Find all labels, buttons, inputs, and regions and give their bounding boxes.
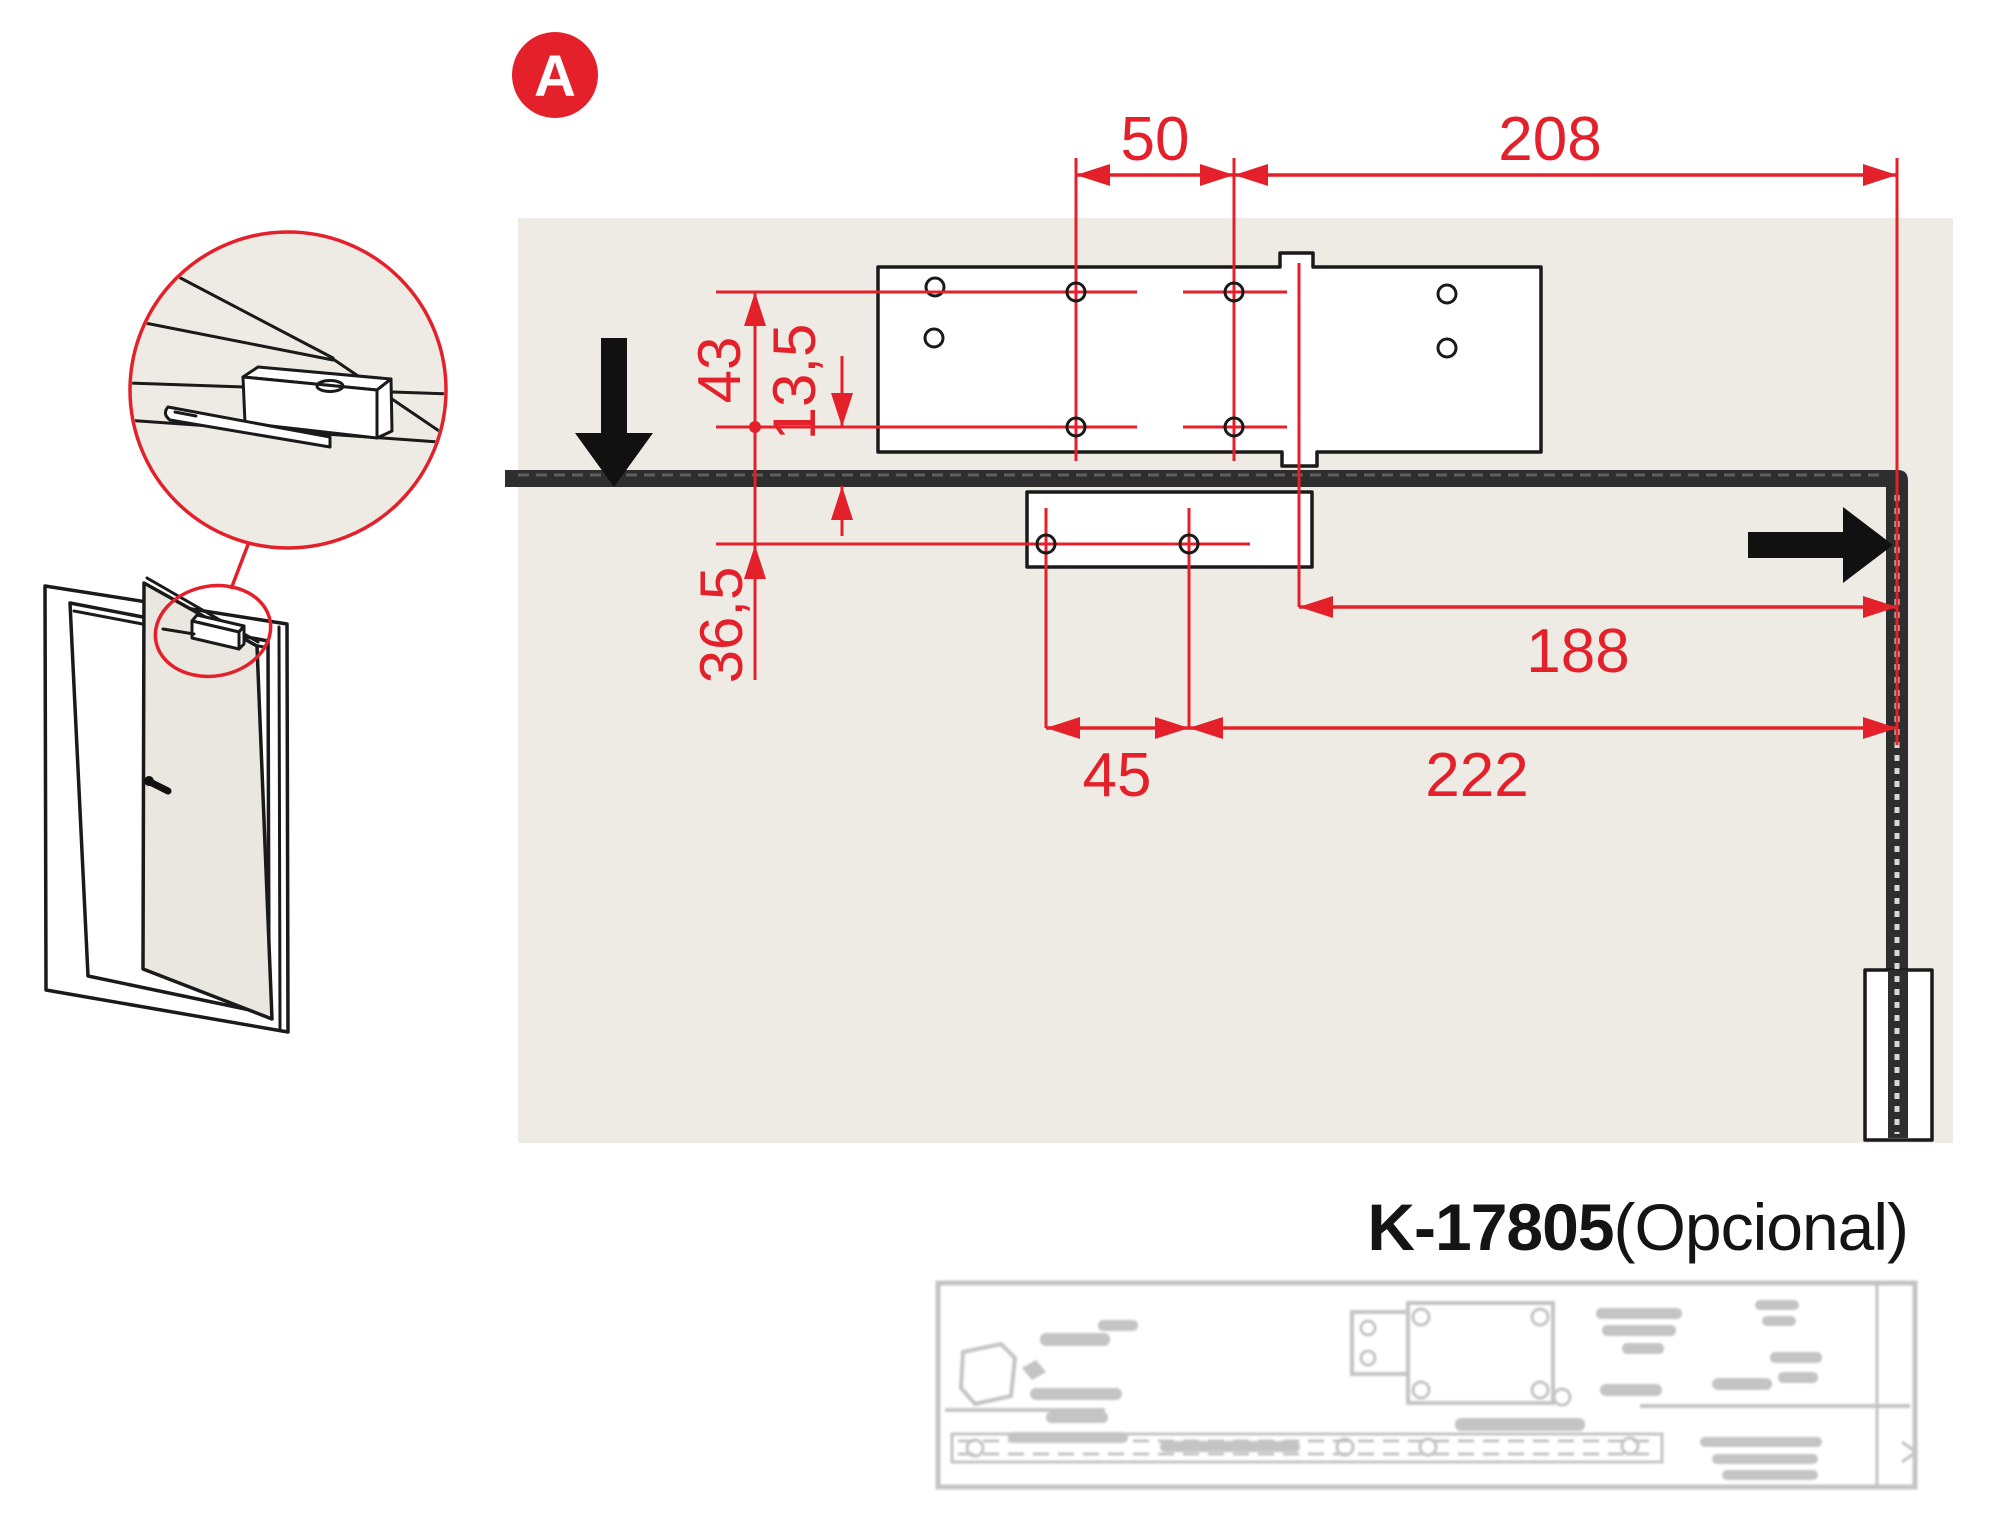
badge-a: A xyxy=(512,32,598,118)
detail-leader-line xyxy=(229,541,251,590)
door-closer-small xyxy=(161,613,246,651)
caption-model: K-17805 xyxy=(1367,1190,1613,1264)
dimension-lines xyxy=(744,164,1897,739)
badge-a-label: A xyxy=(534,44,576,109)
plate-hole xyxy=(1436,283,1458,305)
dimension-label-222: 222 xyxy=(1425,741,1528,810)
down-arrow-icon xyxy=(575,338,653,487)
detail-magnifier-circle xyxy=(128,230,448,550)
mounting-plate-outline xyxy=(876,251,1543,468)
dimension-label-50: 50 xyxy=(1121,105,1190,174)
right-arrow-icon xyxy=(1748,507,1893,583)
dimension-label-36-5: 36,5 xyxy=(688,567,755,684)
dimension-label-45: 45 xyxy=(1083,741,1152,810)
ghost-plate-drawing xyxy=(935,1280,1919,1490)
door-illustration xyxy=(43,541,290,1034)
crosshair-holes xyxy=(1035,281,1245,555)
dimension-label-43: 43 xyxy=(686,337,753,404)
caption: K-17805(Opcional) xyxy=(1367,1190,1908,1264)
caption-qualifier: (Opcional) xyxy=(1614,1190,1908,1264)
plate-hole xyxy=(1436,337,1458,359)
plate-hole xyxy=(924,276,946,298)
dimension-label-13-5: 13,5 xyxy=(761,324,828,441)
dimension-label-208: 208 xyxy=(1498,105,1601,174)
detail-callout-ellipse xyxy=(153,583,273,679)
arm-bracket-outline xyxy=(1025,490,1314,569)
dimension-label-188: 188 xyxy=(1526,617,1629,686)
plate-hole xyxy=(923,327,945,349)
